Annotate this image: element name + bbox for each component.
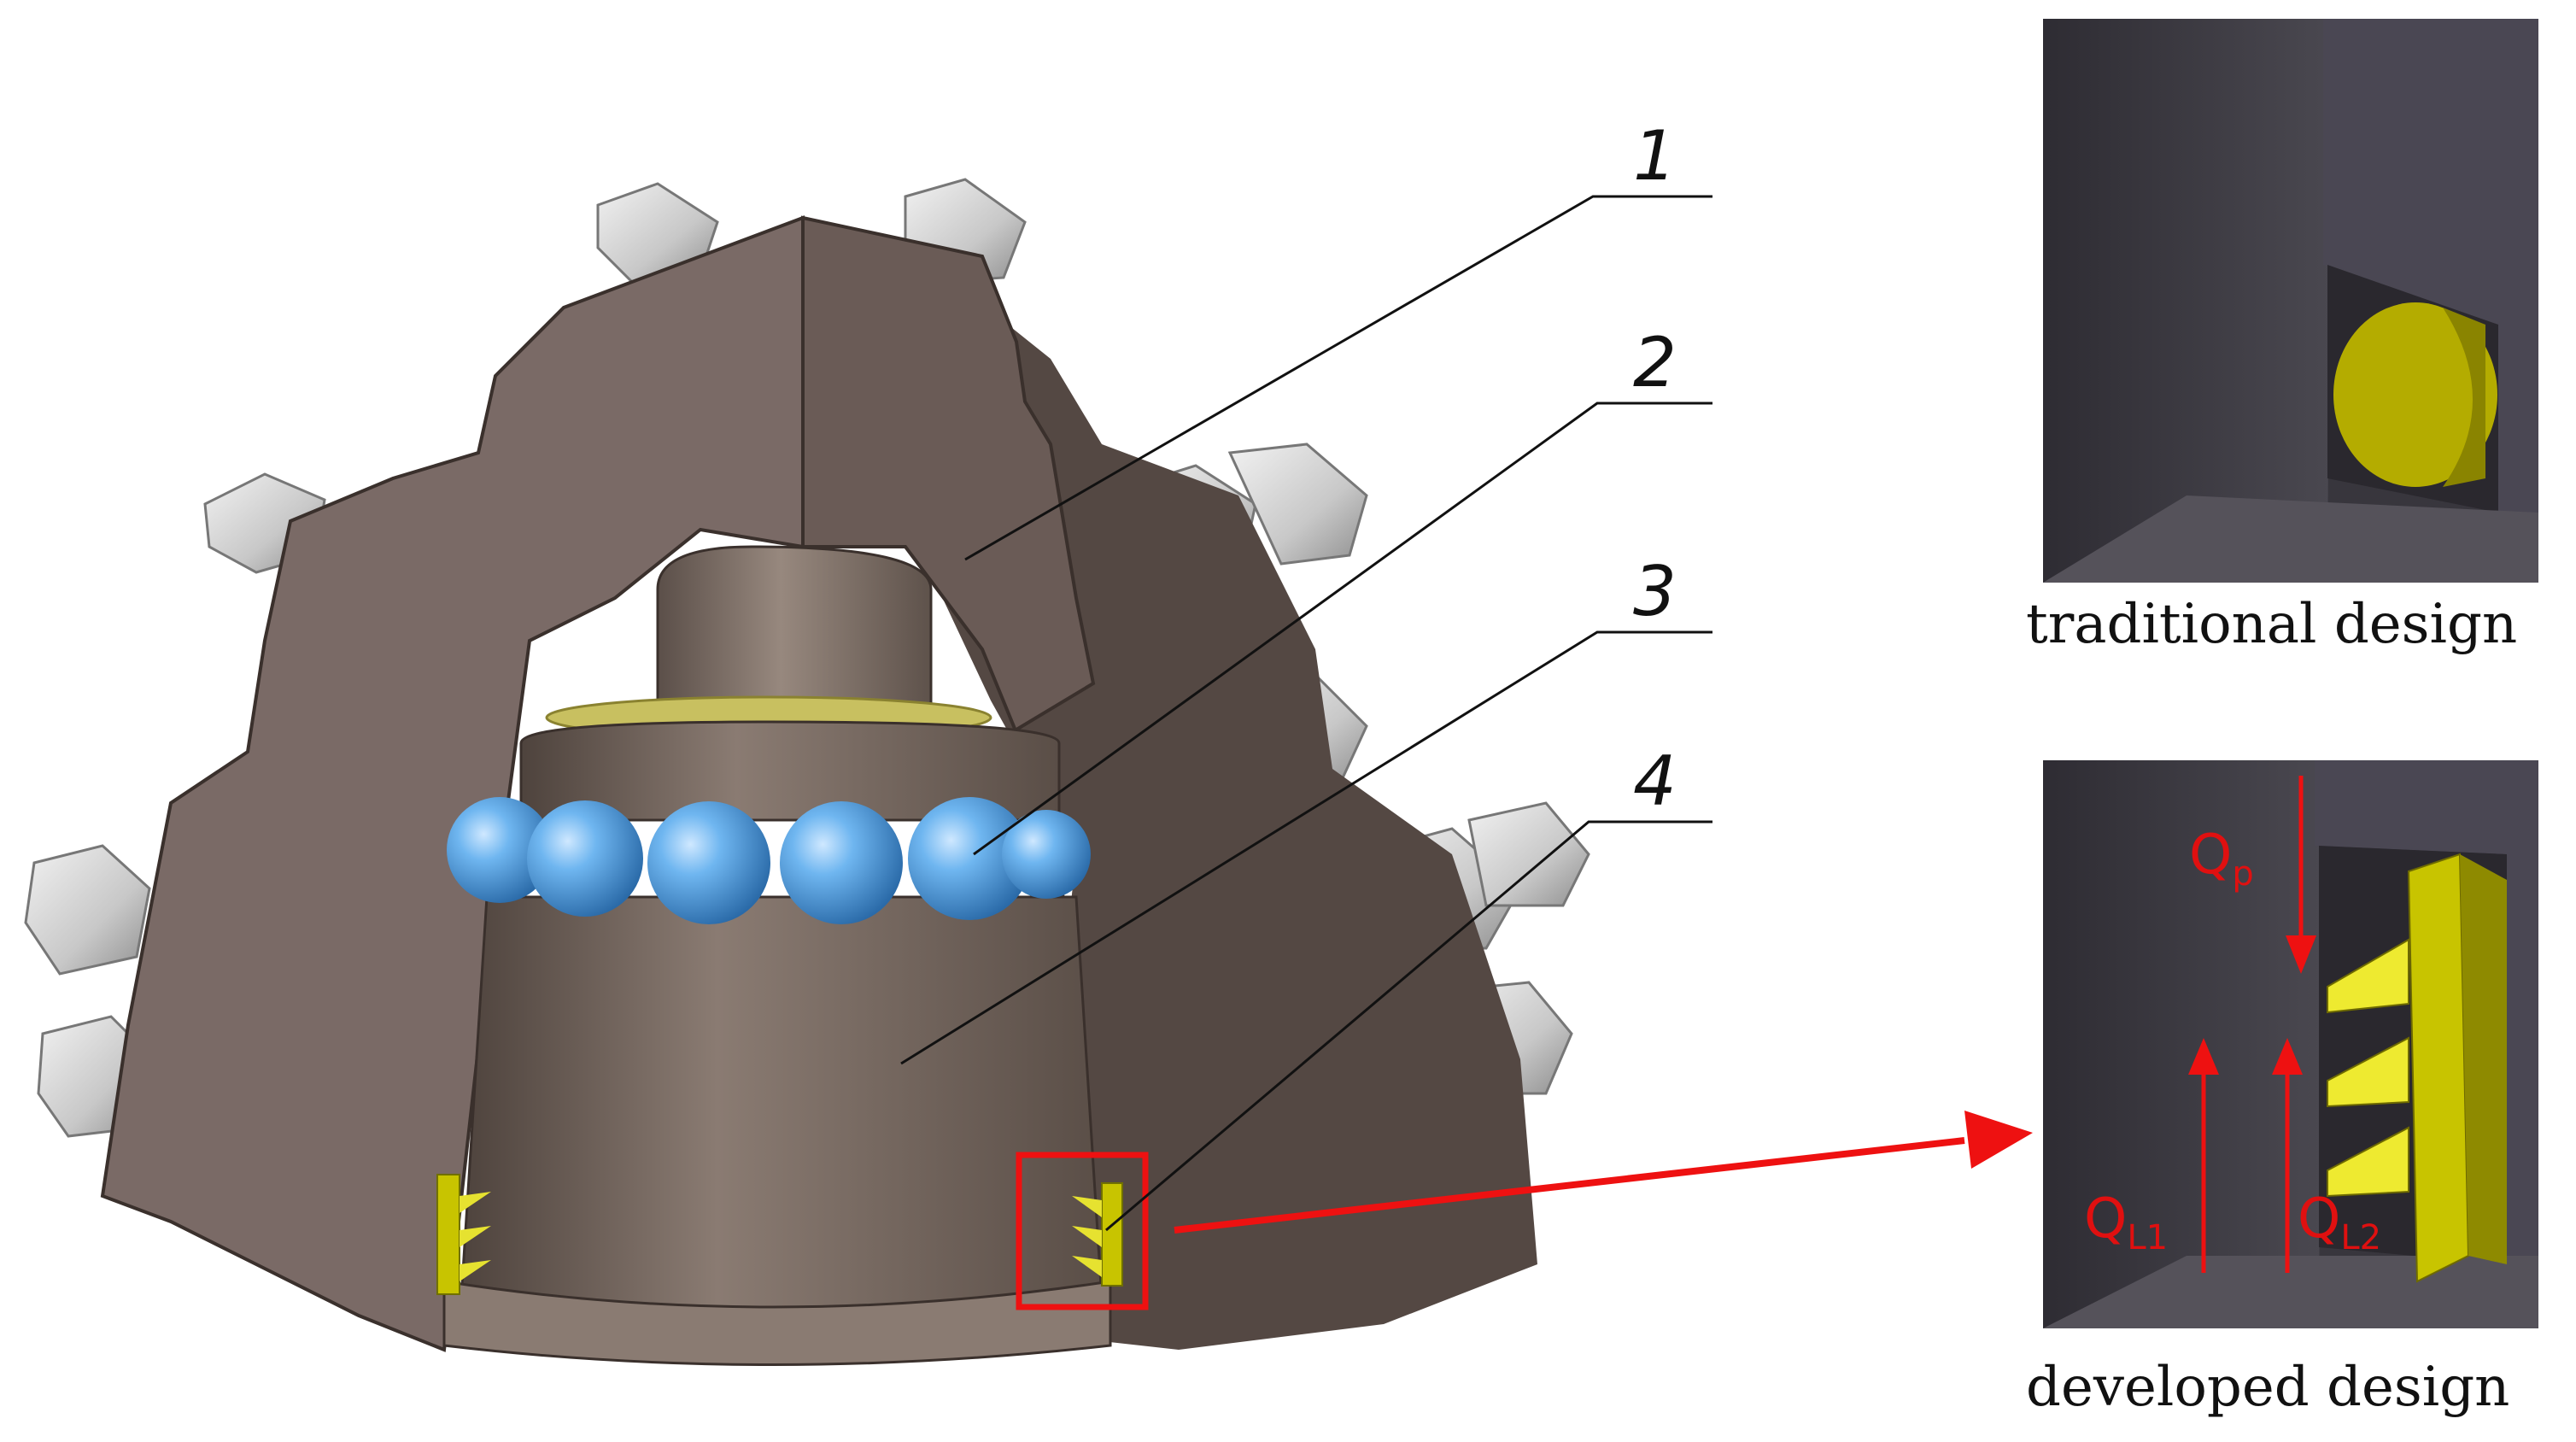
flow-arrow-ql1 bbox=[2188, 1038, 2219, 1273]
traditional-panel bbox=[2043, 19, 2538, 583]
cone-illustration bbox=[24, 178, 1590, 1366]
lip-seal bbox=[2407, 853, 2470, 1283]
journal-pin bbox=[656, 545, 933, 711]
label-ql1: QL1 bbox=[2084, 1187, 2168, 1257]
callout-number-2: 2 bbox=[1633, 323, 1677, 402]
journal-base bbox=[442, 1280, 1112, 1366]
seal-highlight-box bbox=[1016, 1152, 1149, 1310]
label-qp: Qp bbox=[2189, 824, 2254, 894]
label-ql2: QL2 bbox=[2298, 1187, 2381, 1257]
developed-panel bbox=[2043, 760, 2538, 1328]
callout-lines bbox=[900, 195, 1712, 1232]
journal-ring bbox=[519, 720, 1061, 822]
leader-1 bbox=[964, 195, 1712, 561]
seal-right bbox=[1072, 1182, 1123, 1287]
detail-arrow bbox=[1174, 1111, 2033, 1234]
traditional-design-caption: traditional design bbox=[2026, 593, 2517, 656]
leader-2 bbox=[973, 402, 1712, 856]
flow-arrow-ql2 bbox=[2272, 1038, 2303, 1273]
leader-4 bbox=[1105, 820, 1712, 1232]
o-ring-seal bbox=[2333, 302, 2497, 487]
developed-design-caption: developed design bbox=[2026, 1356, 2509, 1419]
cone-cut-face-left bbox=[100, 215, 805, 1352]
leader-3 bbox=[900, 630, 1712, 1065]
ball-bearing-row bbox=[447, 797, 1091, 924]
callout-number-3: 3 bbox=[1633, 552, 1677, 631]
callout-number-1: 1 bbox=[1633, 116, 1677, 196]
flow-arrow-qp bbox=[2286, 776, 2316, 974]
seal-left bbox=[436, 1174, 491, 1295]
journal-body bbox=[460, 895, 1104, 1326]
callout-number-4: 4 bbox=[1633, 742, 1677, 821]
